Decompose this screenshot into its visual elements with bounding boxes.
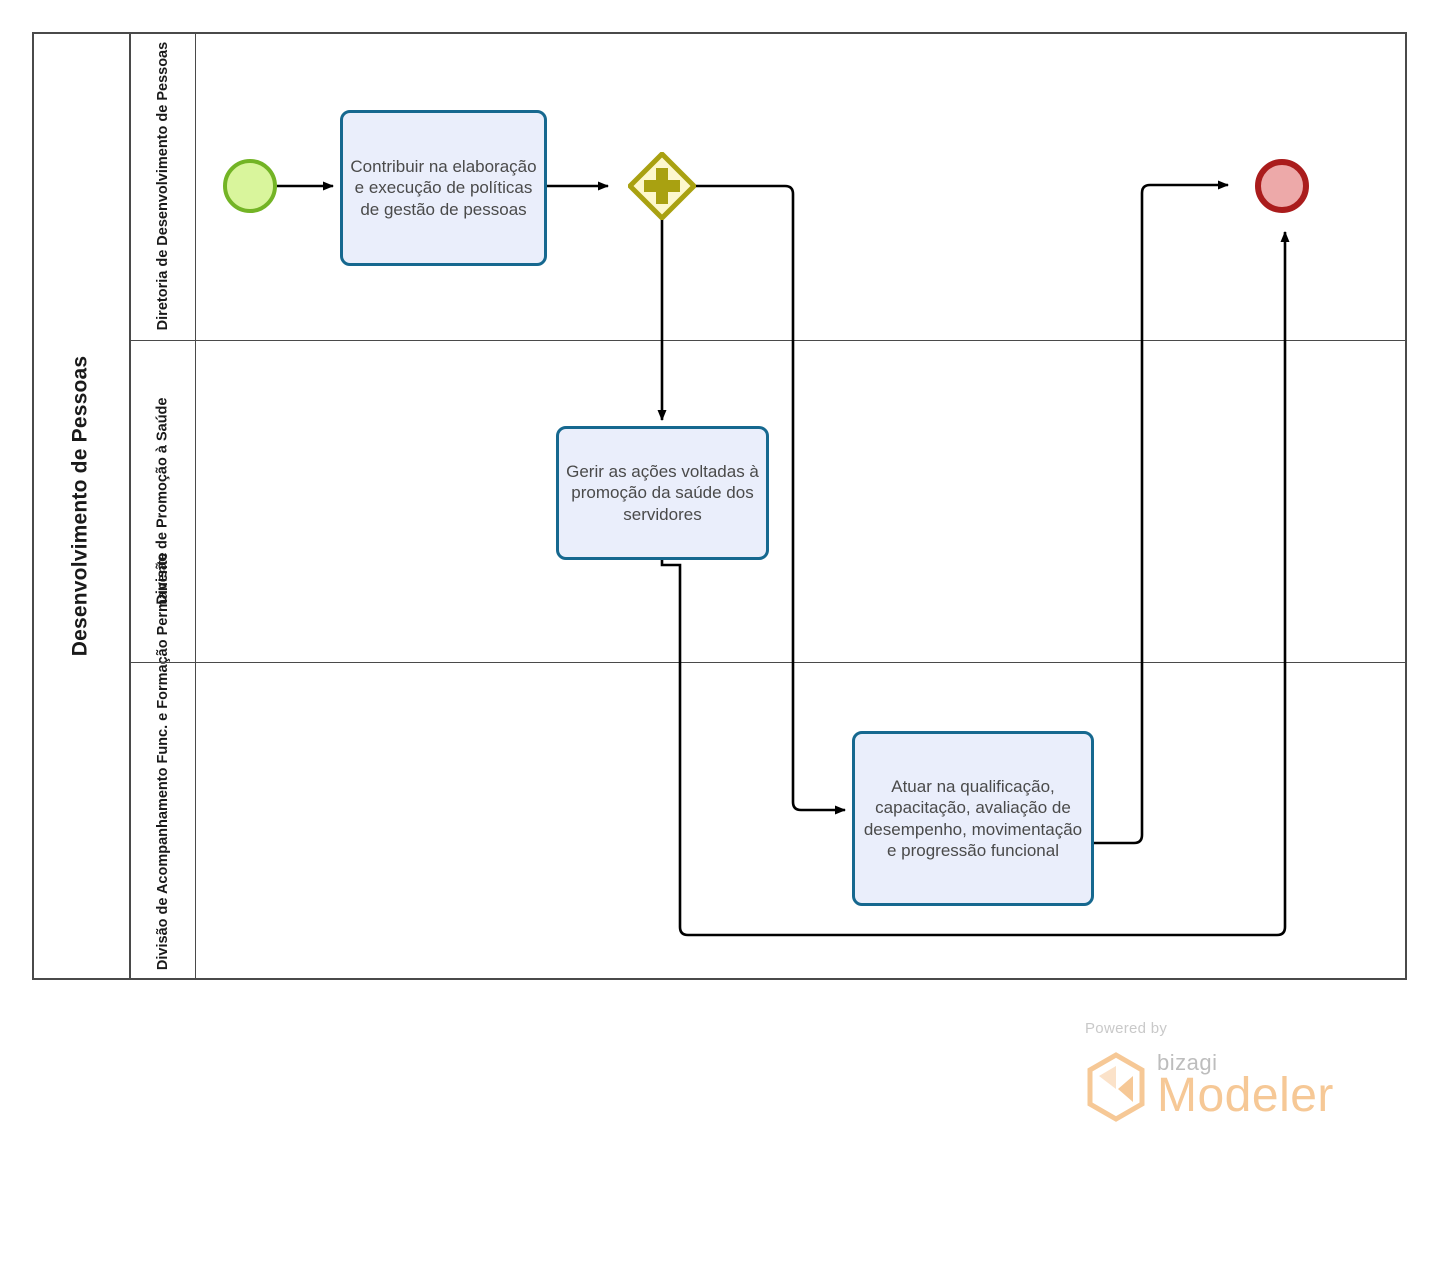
lane-label-diretoria: Diretoria de Desenvolvimento de Pessoas	[154, 41, 171, 331]
bizagi-modeler-logo: Powered by bizagi Modeler	[1085, 1020, 1345, 1130]
modeler-wordmark: Modeler	[1157, 1069, 1334, 1122]
pool-title: Desenvolvimento de Pessoas	[68, 355, 92, 657]
pool-header: Desenvolvimento de Pessoas	[32, 32, 131, 980]
start-event[interactable]	[223, 159, 277, 213]
lane-header-promocao-saude: Divisão de Promoção à Saúde	[131, 340, 196, 662]
bizagi-wordmark: bizagi	[1157, 1050, 1218, 1075]
powered-by-label: Powered by	[1085, 1020, 1168, 1037]
lane-header-acompanhamento: Divisão de Acompanhamento Func. e Formaç…	[131, 552, 196, 978]
lane-header-diretoria: Diretoria de Desenvolvimento de Pessoas	[131, 32, 196, 340]
parallel-gateway[interactable]	[628, 152, 696, 220]
bizagi-hexagon-icon	[1087, 1052, 1145, 1122]
task-contribuir-politicas[interactable]: Contribuir na elaboração e execução de p…	[340, 110, 547, 266]
lane-label-acompanhamento: Divisão de Acompanhamento Func. e Formaç…	[154, 552, 171, 970]
lane-divider-2	[131, 662, 1405, 663]
lane-divider-1	[131, 340, 1405, 341]
task-gerir-acoes-saude[interactable]: Gerir as ações voltadas à promoção da sa…	[556, 426, 769, 560]
task-atuar-qualificacao[interactable]: Atuar na qualificação, capacitação, aval…	[852, 731, 1094, 906]
end-event[interactable]	[1255, 159, 1309, 213]
